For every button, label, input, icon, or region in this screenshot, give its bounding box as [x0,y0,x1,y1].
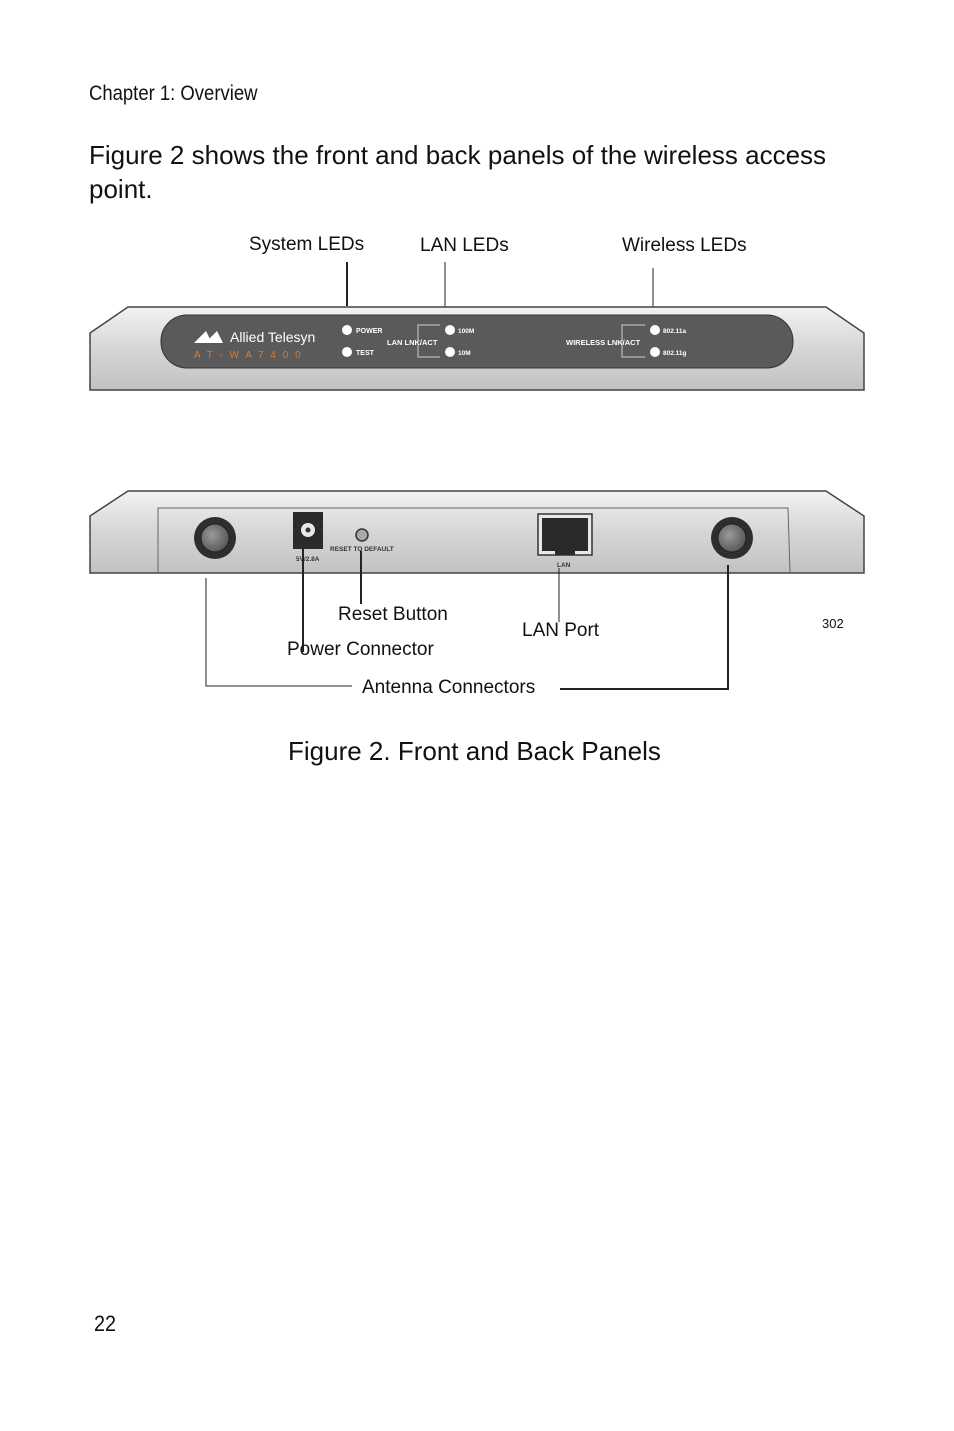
callout-reset-button: Reset Button [338,604,448,625]
allied-telesyn-logo: Allied Telesyn A T - W A 7 4 0 0 [194,329,315,361]
lan-10m-label: 10M [458,350,471,357]
power-led-label: POWER [356,328,382,335]
callout-system-leds: System LEDs [249,234,365,255]
lan-10m-led [445,347,455,357]
reset-label: RESET TO DEFAULT [330,546,394,553]
leader-antenna-right [560,565,729,690]
power-led [342,325,352,335]
brand-text: Allied Telesyn [230,329,315,345]
callout-power-connector: Power Connector [287,639,434,660]
panels-figure: Allied Telesyn A T - W A 7 4 0 0 POWER T… [89,262,865,690]
callout-lan-leds: LAN LEDs [420,235,509,256]
test-led-label: TEST [356,350,375,357]
reset-button [355,528,369,542]
wireless-a-label: 802.11a [663,328,687,335]
page-number: 22 [94,1311,117,1336]
wireless-g-label: 802.11g [663,350,687,357]
wireless-a-led [650,325,660,335]
wireless-group-label: WIRELESS LNK/ACT [566,338,641,347]
callout-lan-port: LAN Port [522,620,600,641]
figure-number: 302 [822,616,844,631]
model-text: A T - W A 7 4 0 0 [194,350,303,361]
leader-antenna-left [205,578,352,687]
power-rating-label: 5V/2.8A [296,556,320,563]
callout-wireless-leds: Wireless LEDs [622,235,747,256]
back-panel: 5V/2.8A RESET TO DEFAULT LAN [89,490,865,574]
chapter-header: Chapter 1: Overview [89,82,258,105]
figure-caption: Figure 2. Front and Back Panels [288,736,661,766]
callout-antenna-connectors: Antenna Connectors [362,677,536,698]
lan-port-label: LAN [557,562,571,569]
wireless-g-led [650,347,660,357]
lan-100m-led [445,325,455,335]
intro-paragraph: Figure 2 shows the front and back panels… [89,140,827,204]
lan-group-label: LAN LNK/ACT [387,338,438,347]
test-led [342,347,352,357]
front-panel: Allied Telesyn A T - W A 7 4 0 0 POWER T… [89,306,865,391]
front-faceplate [160,314,794,369]
lan-100m-label: 100M [458,328,474,335]
